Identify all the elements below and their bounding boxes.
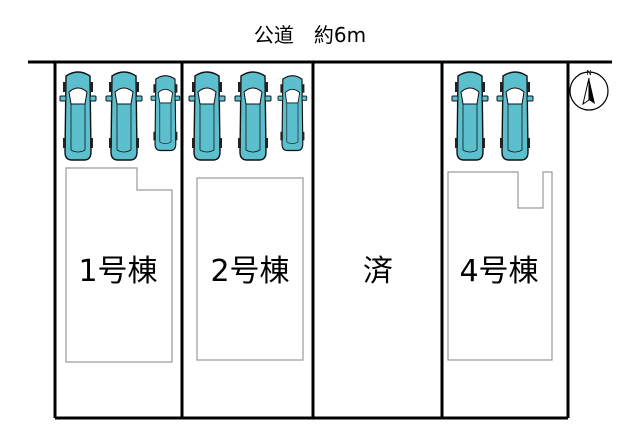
building-footprint [65, 167, 173, 363]
car-icon [277, 75, 308, 152]
compass-north-icon: N [569, 69, 609, 111]
road-label: 公道 約6m [254, 23, 366, 47]
car-icon [105, 71, 143, 161]
car-icon [234, 71, 272, 161]
compass-north-label: N [586, 69, 591, 77]
car-icon [188, 71, 226, 161]
lot-4[interactable]: 4号棟 [447, 71, 553, 361]
lot-1[interactable]: 1号棟 [59, 71, 181, 363]
building-footprint [447, 171, 553, 361]
lot-label: 2号棟 [210, 254, 289, 289]
car-icon [496, 71, 534, 161]
building-footprint [196, 177, 304, 361]
lot-label: 4号棟 [459, 254, 538, 289]
lot-boundaries [53, 62, 570, 420]
sold-label: 済 [363, 254, 393, 289]
car-icon [150, 75, 181, 152]
lot-2[interactable]: 2号棟 [188, 71, 308, 361]
car-icon [59, 71, 97, 161]
lot-3[interactable]: 済 [363, 254, 393, 289]
lot-label: 1号棟 [78, 254, 157, 289]
car-icon [451, 71, 489, 161]
